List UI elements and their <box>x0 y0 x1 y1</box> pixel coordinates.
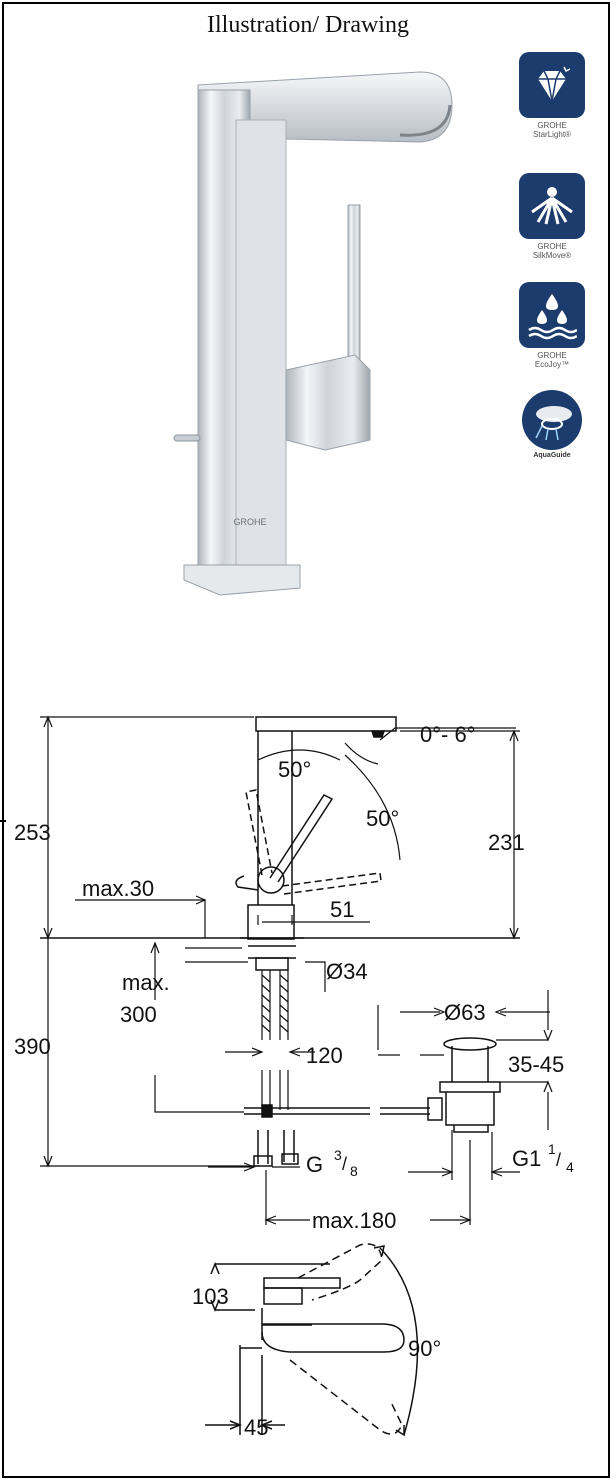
faucet-logo: GROHE <box>233 517 266 527</box>
dim-angle-left: 50° <box>278 757 311 782</box>
dim-thread-g114-sup: 1 <box>548 1141 556 1157</box>
dim-plan-45: 45 <box>244 1415 268 1440</box>
dim-thread-g38-sup: 3 <box>334 1147 342 1163</box>
dim-dia-34: Ø34 <box>326 959 368 984</box>
badge-aquaguide: AquaGuide <box>519 390 585 459</box>
aquaguide-icon <box>535 406 572 441</box>
badge-caption-line1: AquaGuide <box>533 452 571 459</box>
water-drops-icon <box>528 294 577 340</box>
spray-icon <box>531 187 573 225</box>
dim-plan-90: 90° <box>408 1336 441 1361</box>
dim-thread-g114: G1 <box>512 1146 541 1171</box>
dim-thread-g38: G <box>306 1152 323 1177</box>
dim-dia-63: Ø63 <box>444 1000 486 1025</box>
dim-hose-120: 120 <box>306 1043 343 1068</box>
diamond-icon <box>538 66 571 102</box>
dim-max-300: 300 <box>120 1002 157 1027</box>
badge-caption-line1: GROHE <box>537 242 567 251</box>
dimension-lines <box>40 715 553 1225</box>
badge-caption-line2: SilkMove® <box>532 251 572 260</box>
technical-drawing: 0°- 6° 50° 50° 253 231 max.30 51 Ø34 max… <box>14 715 574 1440</box>
dim-max-30: max.30 <box>82 876 154 901</box>
dim-height-total: 253 <box>14 820 51 845</box>
dim-thread-g114-sub: 4 <box>566 1159 574 1175</box>
frame-stub <box>0 820 6 822</box>
dim-waste-35-45: 35-45 <box>508 1052 564 1077</box>
dim-angle-tilt: 0°- 6° <box>420 722 476 747</box>
dim-depth-390: 390 <box>14 1034 51 1059</box>
dim-angle-right: 50° <box>366 806 399 831</box>
plan-view <box>205 1243 419 1437</box>
badge-caption-line1: GROHE <box>537 121 567 130</box>
dim-max-label: max. <box>122 970 170 995</box>
dim-width-51: 51 <box>330 897 354 922</box>
dim-max-180: max.180 <box>312 1208 396 1233</box>
dim-plan-103: 103 <box>192 1284 229 1309</box>
faucet-product-image: GROHE <box>173 71 453 596</box>
badge-caption-line2: EcoJoy™ <box>534 360 570 369</box>
badge-caption-line2: StarLight® <box>533 130 571 139</box>
dim-thread-g38-slash: / <box>342 1154 347 1174</box>
page-title: Illustration/ Drawing <box>207 12 409 38</box>
dim-height-spout: 231 <box>488 830 525 855</box>
dim-thread-g114-slash: / <box>556 1150 561 1170</box>
badge-caption-line1: GROHE <box>537 351 567 360</box>
dim-thread-g38-sub: 8 <box>350 1163 358 1179</box>
side-elevation <box>40 716 520 1167</box>
